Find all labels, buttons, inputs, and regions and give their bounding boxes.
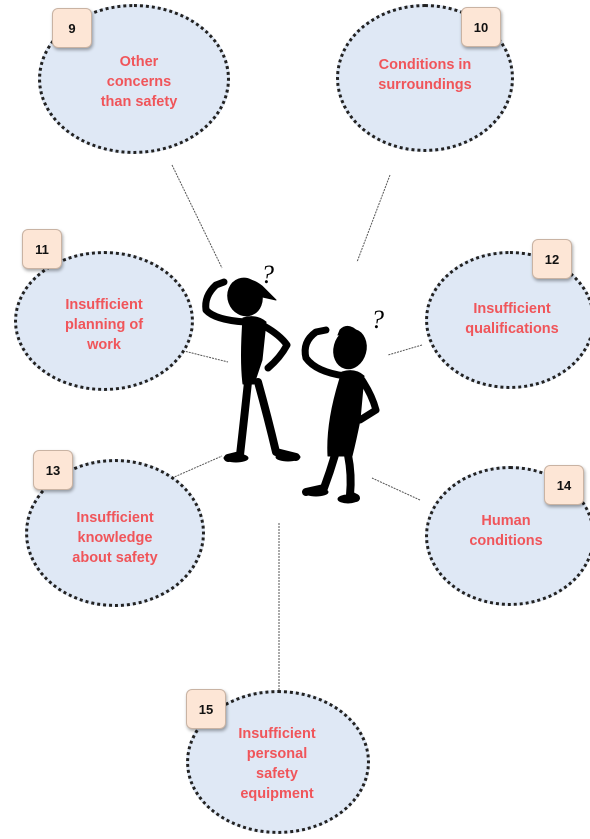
node-label: Other concerns than safety <box>100 54 178 110</box>
badge-14: 14 <box>544 465 584 505</box>
badge-10: 10 <box>461 7 501 47</box>
node-11: Insufficient planning of work <box>14 251 194 391</box>
question-mark-left: ? <box>261 260 274 289</box>
node-label: Insufficient planning of work <box>64 297 144 353</box>
node-label: Insufficient personal safety equipment <box>238 726 316 802</box>
badge-11: 11 <box>22 229 62 269</box>
confused-person-right-icon <box>301 326 380 504</box>
node-label: Conditions in surroundings <box>378 57 472 93</box>
node-9: Other concerns than safety <box>38 4 230 154</box>
node-label: Human conditions <box>469 513 543 549</box>
connector-11 <box>179 349 229 363</box>
badge-13: 13 <box>33 450 73 490</box>
connector-9 <box>171 164 223 269</box>
confused-person-left-icon <box>202 277 301 463</box>
question-mark-right: ? <box>371 305 384 334</box>
connector-10 <box>356 174 391 263</box>
node-label: Insufficient knowledge about safety <box>72 510 158 566</box>
badge-9: 9 <box>52 8 92 48</box>
node-14: Human conditions <box>425 466 590 606</box>
node-label: Insufficient qualifications <box>465 301 559 337</box>
badge-15: 15 <box>186 689 226 729</box>
connector-13 <box>171 455 223 479</box>
badge-12: 12 <box>532 239 572 279</box>
